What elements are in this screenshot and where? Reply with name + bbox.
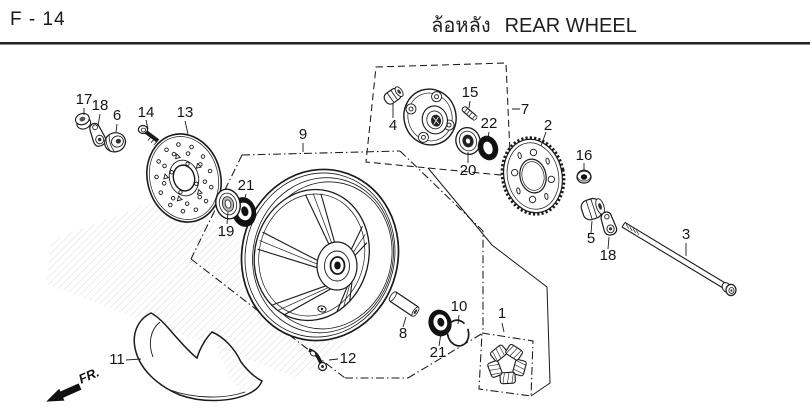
hub-ear-holes bbox=[408, 94, 452, 140]
sprocket-slots bbox=[516, 152, 550, 200]
part-sprocket bbox=[500, 136, 566, 216]
callout-14: 14 bbox=[138, 104, 155, 121]
callout-labels: 17 18 6 14 13 9 21 19 4 15 22 20 7 2 16 … bbox=[76, 84, 691, 368]
part-wheel bbox=[240, 168, 400, 342]
part-brake-disc bbox=[146, 133, 222, 223]
part-seal-22 bbox=[477, 135, 499, 161]
part-bracket-18-right bbox=[600, 211, 618, 236]
disc-bolt-holes bbox=[169, 161, 199, 195]
front-direction-indicator: FR. bbox=[46, 364, 101, 402]
leader-damper-frame bbox=[427, 167, 551, 397]
callout-19: 19 bbox=[218, 223, 235, 240]
part-axle bbox=[621, 222, 737, 297]
part-nut-16 bbox=[576, 169, 592, 184]
callout-7: 7 bbox=[521, 101, 529, 118]
callout-20: 20 bbox=[460, 162, 477, 179]
part-valve-12 bbox=[308, 348, 328, 372]
part-bushing-4 bbox=[383, 86, 404, 105]
part-bushing-6 bbox=[104, 132, 127, 153]
callout-16: 16 bbox=[576, 147, 593, 164]
part-bearing-20 bbox=[455, 126, 481, 156]
part-hub-flange bbox=[403, 88, 457, 146]
disc-cutouts bbox=[163, 153, 203, 202]
callout-5: 5 bbox=[587, 230, 595, 247]
callout-22: 22 bbox=[481, 115, 498, 132]
part-bracket-18-left bbox=[89, 122, 107, 147]
disc-hole-ring-outer bbox=[154, 142, 214, 214]
part-seal-19 bbox=[215, 188, 241, 220]
shadow-hatch bbox=[46, 203, 352, 378]
callout-8: 8 bbox=[399, 325, 407, 342]
callout-17: 17 bbox=[76, 91, 93, 108]
part-collar-8 bbox=[388, 291, 420, 317]
leader-hub-to-damper bbox=[399, 150, 484, 333]
callout-18-right: 18 bbox=[600, 247, 617, 264]
part-pin-15 bbox=[461, 106, 478, 121]
callout-3: 3 bbox=[682, 226, 690, 243]
callout-leaders bbox=[83, 100, 687, 361]
callout-9: 9 bbox=[299, 126, 307, 143]
page-code: F - 14 bbox=[10, 9, 66, 30]
part-snap-ring-10 bbox=[446, 319, 470, 347]
callout-12: 12 bbox=[340, 350, 357, 367]
callout-1: 1 bbox=[498, 305, 506, 322]
callout-21-left: 21 bbox=[238, 177, 255, 194]
callout-11: 11 bbox=[109, 351, 125, 368]
front-direction-label: FR. bbox=[76, 364, 101, 386]
header-divider bbox=[0, 42, 810, 45]
callout-13: 13 bbox=[177, 104, 194, 121]
part-bearing-21-bottom bbox=[428, 309, 452, 337]
callout-6: 6 bbox=[113, 107, 121, 124]
page-title-en: REAR WHEEL bbox=[504, 15, 637, 37]
part-nut-17 bbox=[74, 112, 92, 130]
page-title: ล้อหลัง REAR WHEEL bbox=[431, 9, 637, 41]
page-title-thai: ล้อหลัง bbox=[431, 15, 491, 37]
part-mudguard bbox=[133, 312, 263, 402]
callout-10: 10 bbox=[451, 298, 468, 315]
part-bolt-14 bbox=[137, 124, 160, 146]
damper-set-box bbox=[478, 332, 534, 397]
callout-4: 4 bbox=[389, 117, 397, 134]
part-bushing-5 bbox=[580, 197, 605, 221]
part-damper-set bbox=[487, 343, 527, 385]
sprocket-bolt-holes bbox=[511, 148, 555, 204]
callout-2: 2 bbox=[544, 117, 552, 134]
callout-15: 15 bbox=[462, 84, 479, 101]
front-arrow-icon bbox=[46, 383, 82, 402]
disc-hole-ring-inner bbox=[161, 151, 208, 206]
callout-18-left: 18 bbox=[92, 97, 109, 114]
callout-21-bottom: 21 bbox=[430, 344, 447, 361]
